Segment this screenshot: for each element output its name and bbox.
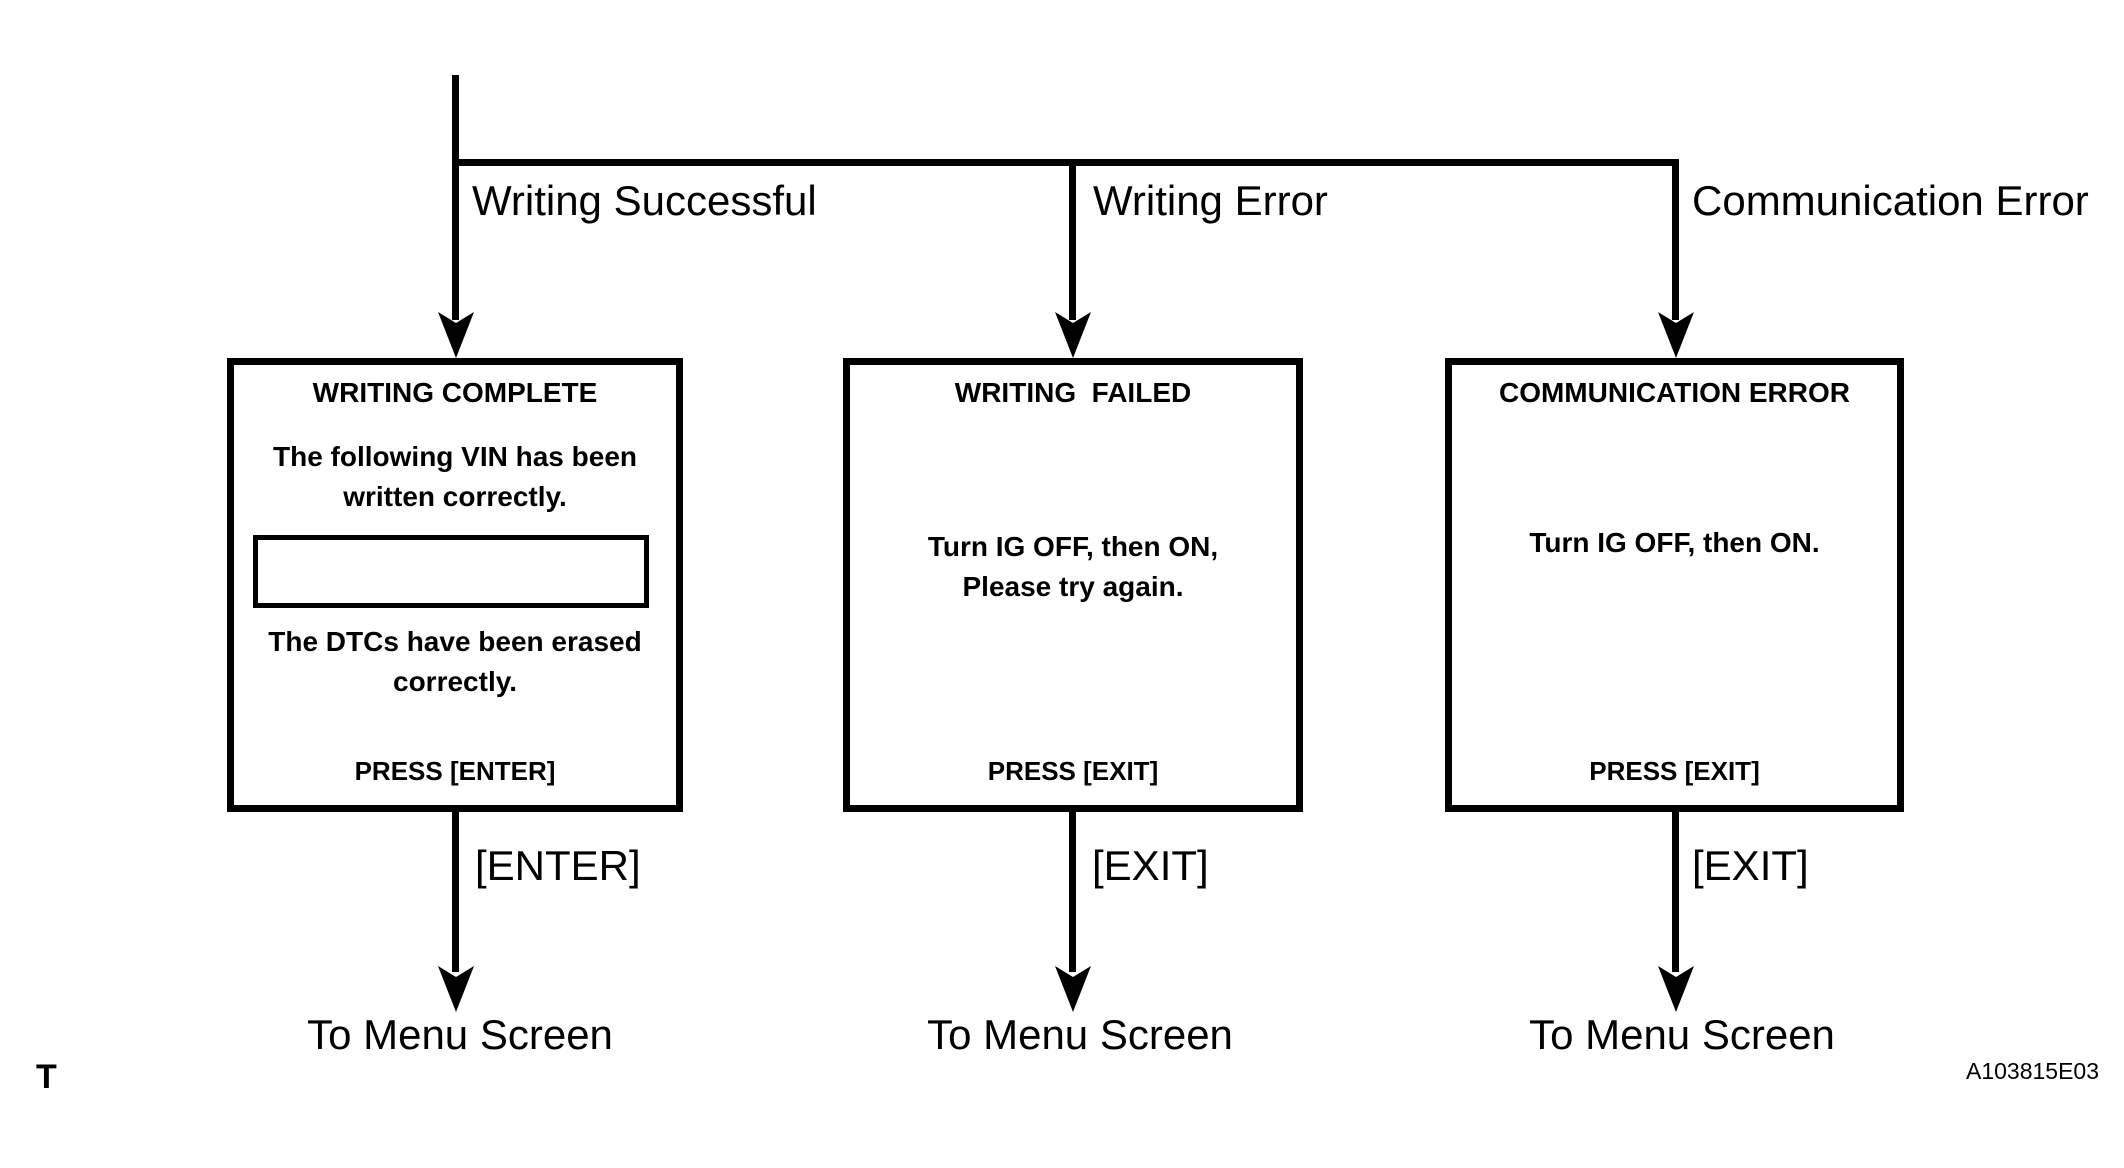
stem-connector-line <box>452 75 459 166</box>
key-press-label: [EXIT] <box>1092 842 1209 889</box>
box-title: COMMUNICATION ERROR <box>1498 377 1850 408</box>
press-instruction: PRESS [EXIT] <box>1589 756 1760 786</box>
branch-distribution-line <box>452 159 1679 166</box>
branch2-connector-line <box>1069 159 1076 320</box>
key-press-label: [EXIT] <box>1692 842 1809 889</box>
box-title: WRITING FAILED <box>954 377 1192 408</box>
press-instruction: PRESS [EXIT] <box>987 756 1159 786</box>
page-marker: T <box>36 1058 57 1096</box>
branch3-exit-line <box>1672 812 1679 972</box>
branch3-connector-line <box>1672 159 1679 320</box>
branch1-connector-line <box>452 159 459 320</box>
figure-code: A103815E03 <box>1966 1058 2100 1084</box>
arrow-down-icon <box>438 966 474 1012</box>
arrow-down-icon <box>1055 966 1091 1012</box>
branch2-label: Writing Error <box>1093 177 1328 224</box>
destination-label: To Menu Screen <box>927 1011 1233 1058</box>
box-message: Turn IG OFF, then ON. <box>1529 527 1820 558</box>
vin-field <box>253 535 649 608</box>
box-message: The DTCs have been erased correctly. <box>268 626 642 697</box>
press-instruction: PRESS [ENTER] <box>354 756 556 786</box>
destination-label: To Menu Screen <box>1529 1011 1835 1058</box>
box-message: The following VIN has been written corre… <box>272 441 638 512</box>
branch3-label: Communication Error <box>1692 177 2089 224</box>
box-title: WRITING COMPLETE <box>312 377 598 408</box>
branch2-exit-line <box>1069 812 1076 972</box>
screen-box-communication-error: COMMUNICATION ERROR Turn IG OFF, then ON… <box>1445 358 1904 812</box>
box-message: Turn IG OFF, then ON, Please try again. <box>927 531 1219 602</box>
branch1-label: Writing Successful <box>472 177 817 224</box>
arrow-down-icon <box>1658 966 1694 1012</box>
key-press-label: [ENTER] <box>475 842 641 889</box>
screen-box-writing-failed: WRITING FAILED Turn IG OFF, then ON, Ple… <box>843 358 1303 812</box>
branch1-exit-line <box>452 812 459 972</box>
destination-label: To Menu Screen <box>307 1011 613 1058</box>
screen-box-writing-complete: WRITING COMPLETE The following VIN has b… <box>227 358 683 812</box>
